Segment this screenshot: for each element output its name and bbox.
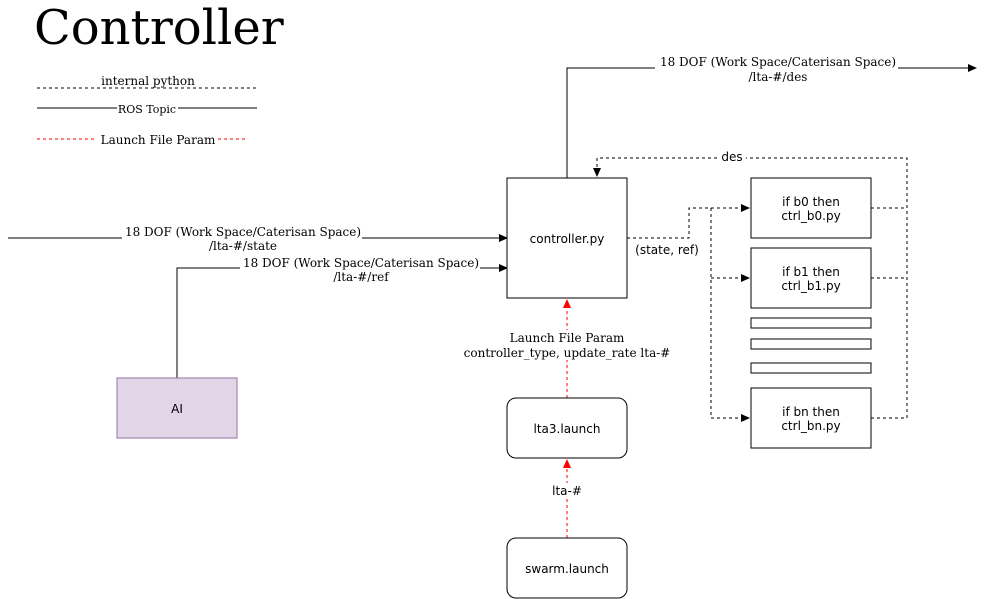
ctrl-ellipsis-bar-1 [750, 317, 872, 329]
lta3-launch-node[interactable] [506, 397, 628, 459]
launch-param-label-line1: Launch File Param [510, 331, 625, 345]
ai-node[interactable] [116, 377, 238, 439]
ref-topic-label-line2: /lta-#/ref [333, 270, 390, 284]
ctrl-b1-label-line1: if b1 then [782, 265, 840, 279]
ai-node-label: AI [171, 402, 183, 416]
swarm-launch-label: swarm.launch [525, 562, 609, 576]
ctrl-b1-label-line2: ctrl_b1.py [781, 279, 840, 293]
ref-topic-label-line1: 18 DOF (Work Space/Caterisan Space) [243, 256, 479, 270]
state-ref-label: (state, ref) [635, 243, 699, 257]
lta-arg-label-bg [548, 483, 586, 499]
des-feedback-edge [597, 157, 908, 419]
des-topic-label-line2: /lta-#/des [749, 70, 808, 84]
state-topic-label-line1: 18 DOF (Work Space/Caterisan Space) [125, 225, 361, 239]
des-loop-label: des [721, 150, 742, 164]
swarm-launch-node[interactable] [506, 537, 628, 599]
lta-arg-label: lta-# [552, 484, 582, 498]
lta3-launch-label: lta3.launch [534, 422, 601, 436]
des-topic-label-line1: 18 DOF (Work Space/Caterisan Space) [660, 55, 896, 69]
ctrl-bn-node[interactable] [750, 387, 872, 449]
ctrl-ellipsis-bar-3 [750, 362, 872, 374]
legend-ros-topic-label: ROS Topic [118, 103, 176, 116]
ctrl-bn-label-line2: ctrl_bn.py [781, 419, 840, 433]
des-topic-edge-left [566, 67, 655, 178]
ctrl-b0-label-line2: ctrl_b0.py [781, 209, 840, 223]
state-ref-edge-bn [710, 208, 750, 422]
state-ref-edge-b0 [627, 204, 750, 239]
launch-param-label-bg [465, 330, 669, 360]
ctrl-b0-label-line1: if b0 then [782, 195, 840, 209]
ctrl-b0-node[interactable] [750, 177, 872, 239]
controller-node[interactable] [506, 177, 628, 299]
ctrl-b1-node[interactable] [750, 247, 872, 309]
controller-node-label: controller.py [530, 232, 605, 246]
des-label-bg [718, 150, 746, 164]
ctrl-ellipsis-bar-2 [750, 338, 872, 350]
legend-launch-param-label: Launch File Param [101, 133, 216, 147]
launch-param-label-line2: controller_type, update_rate lta-# [464, 346, 671, 360]
ctrl-bn-label-line1: if bn then [782, 405, 840, 419]
legend-internal-python-label: internal python [101, 74, 195, 88]
ref-topic-edge-left [176, 267, 240, 378]
state-topic-label-line2: /lta-#/state [209, 239, 277, 253]
diagram-title: Controller [34, 0, 284, 56]
